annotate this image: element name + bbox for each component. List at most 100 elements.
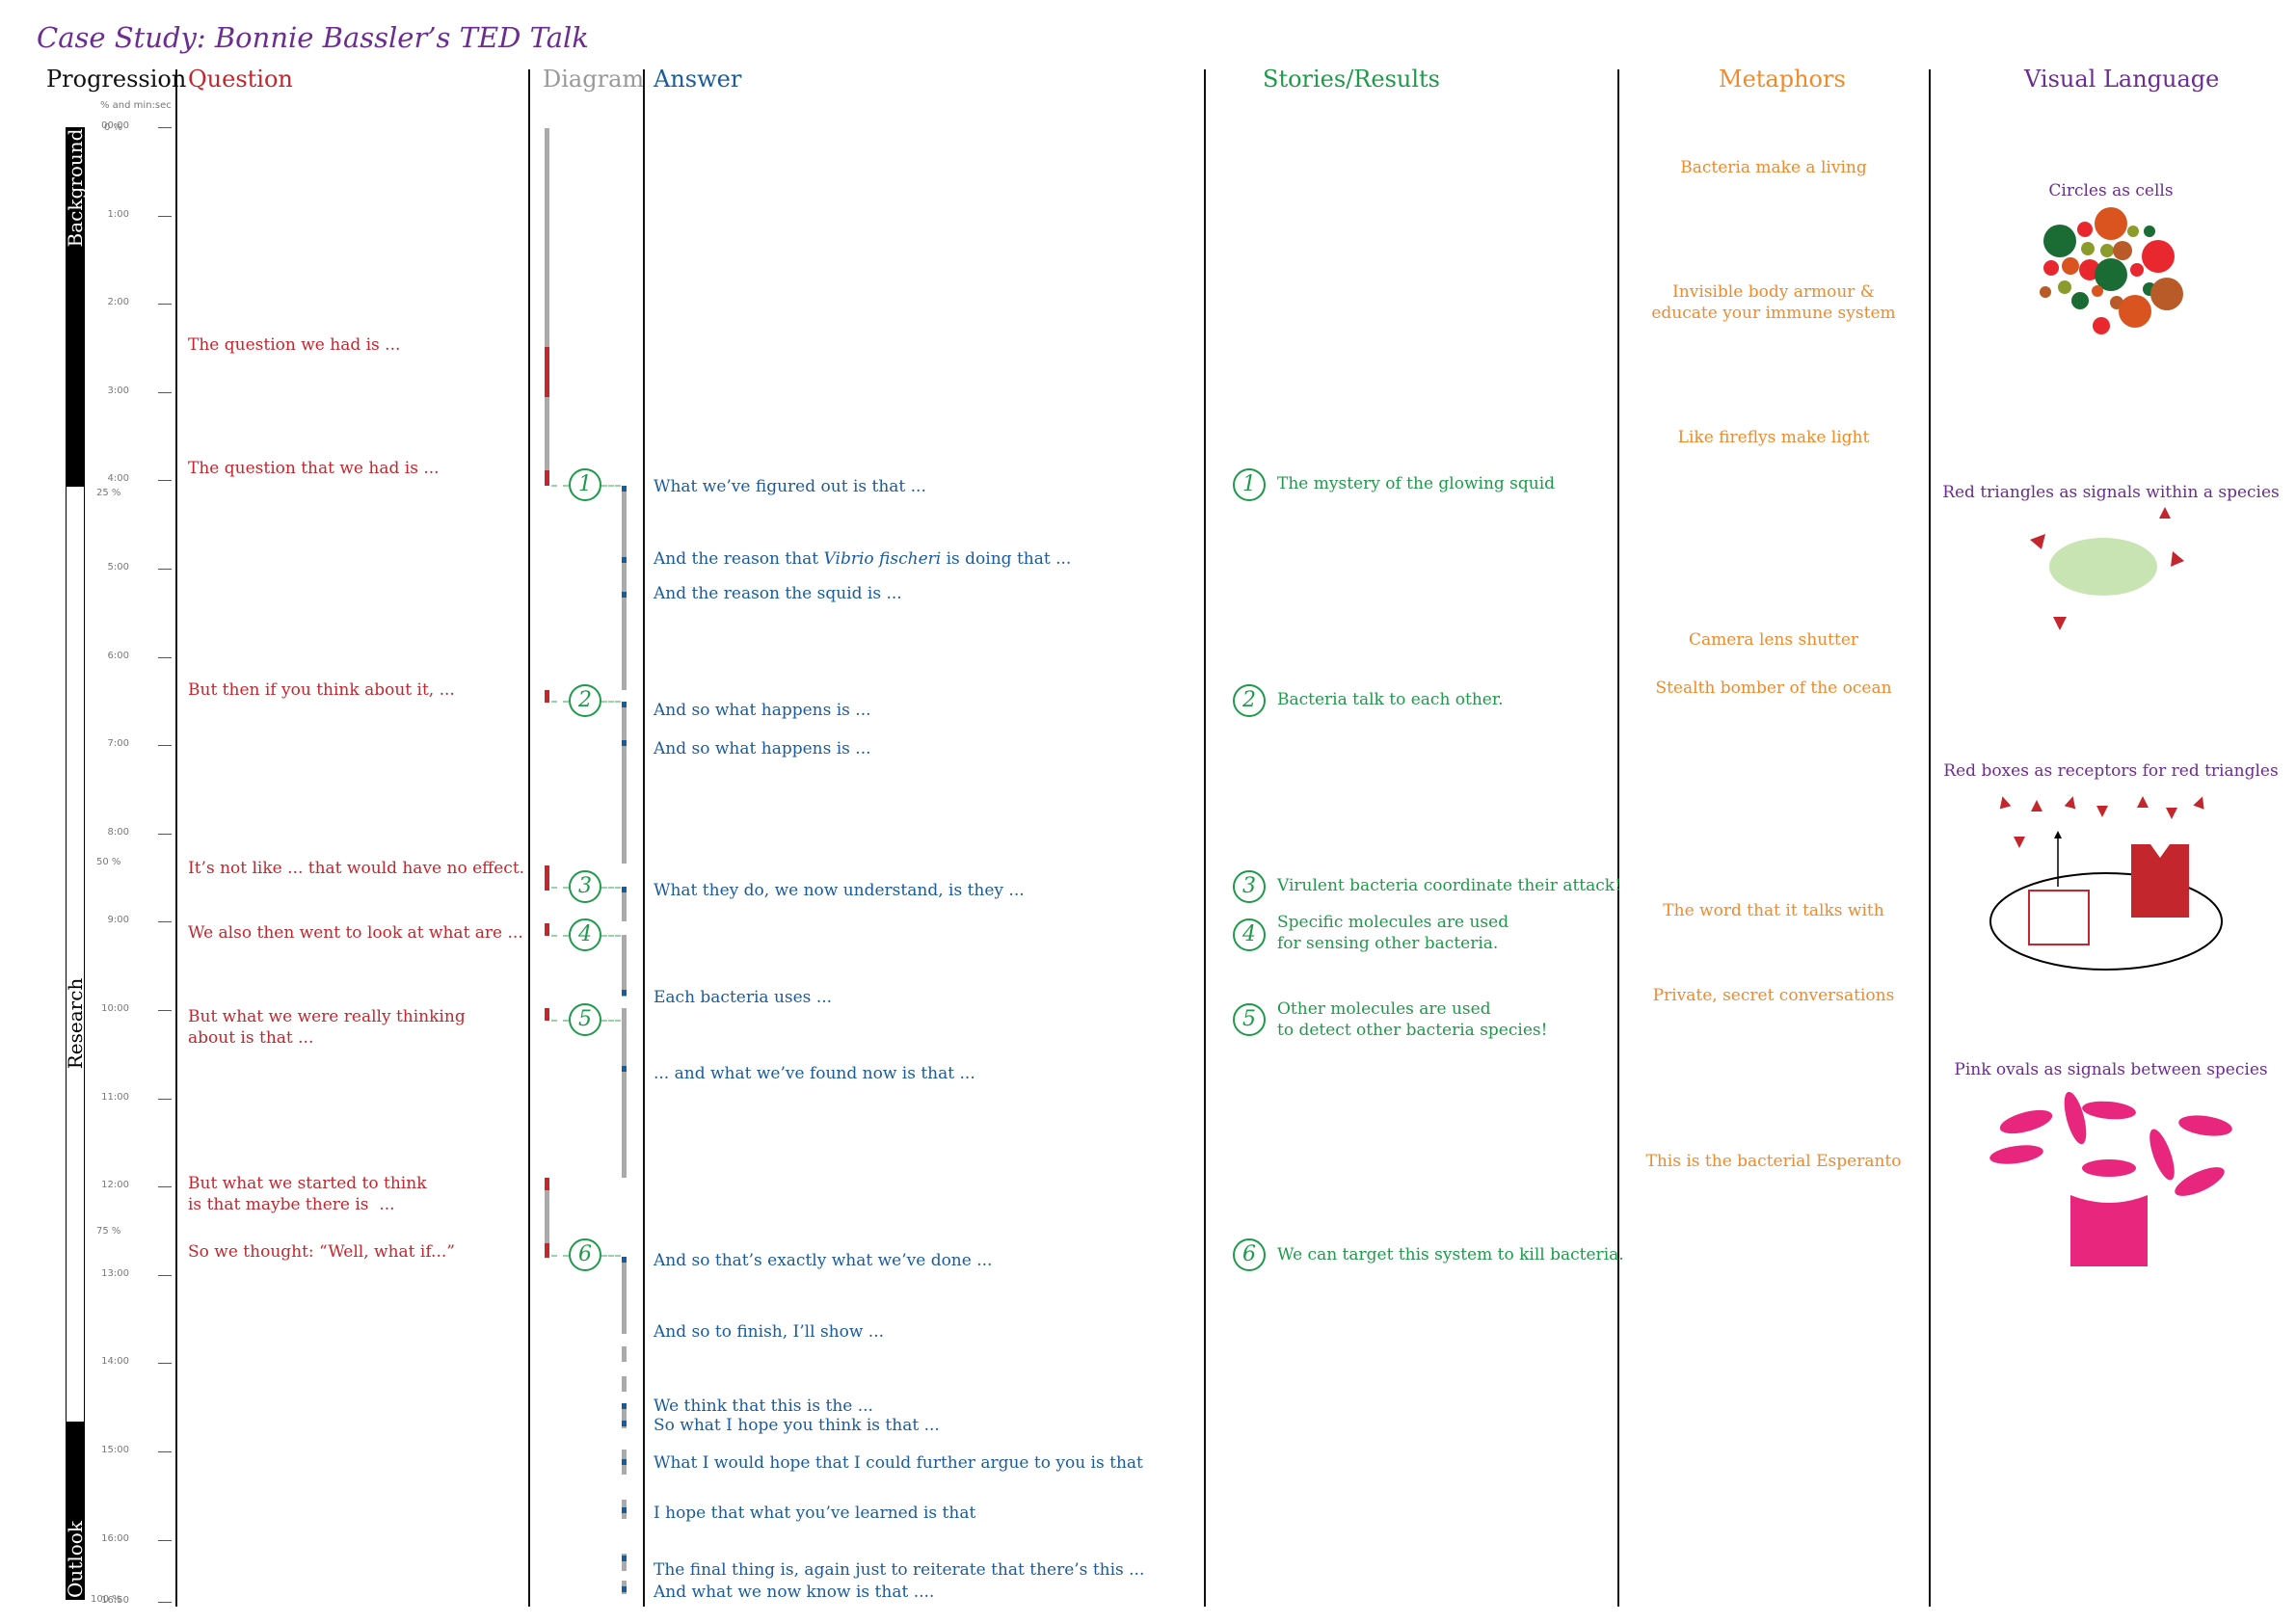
diagram-connector [551, 887, 569, 889]
answer-text: And so what happens is ... [654, 739, 871, 758]
timeline-tick-label: 13:00 [101, 1267, 129, 1279]
answer-text: So what I hope you think is that ... [654, 1416, 940, 1435]
divider-metaphors [1617, 69, 1619, 1607]
diagram-bar-gray [622, 1008, 627, 1178]
timeline-tick [158, 1186, 172, 1188]
divider-answer [643, 69, 645, 1607]
diagram-connector [601, 701, 621, 703]
phase-outlook-bar [66, 1423, 85, 1600]
diagram-bar-red [545, 865, 549, 891]
divider-diagram [528, 69, 530, 1607]
diagram-bar-red [545, 1243, 549, 1258]
diagram-bar-blue [622, 592, 627, 598]
phase-research-bar [66, 486, 85, 1423]
diagram-connector [551, 485, 569, 487]
timeline-tick [158, 391, 172, 393]
timeline-tick [158, 1451, 172, 1452]
page-title: Case Study: Bonnie Bassler’s TED Talk [37, 21, 589, 54]
question-text: The question we had is ... [188, 335, 401, 355]
metaphor-text: Invisible body armour & educate your imm… [1651, 282, 1896, 323]
metaphor-text: Private, secret conversations [1652, 986, 1895, 1005]
timeline-tick [158, 833, 172, 835]
timeline-tick [158, 215, 172, 217]
diagram-bar-gray [622, 1554, 627, 1571]
diagram-bar-blue [622, 1459, 627, 1465]
diagram-bar-blue [622, 1556, 627, 1561]
percent-label: 100 % [91, 1594, 121, 1605]
metaphor-text: Camera lens shutter [1688, 630, 1859, 650]
visual-caption: Circles as cells [2048, 181, 2174, 200]
story-text: We can target this system to kill bacter… [1277, 1245, 1624, 1264]
timeline-tick-label: 9:00 [107, 915, 129, 926]
diagram-bar-red [545, 923, 549, 936]
diagram-connector [551, 1255, 569, 1257]
pink-ovals-illustration [1989, 1091, 2232, 1266]
cells-illustration [2040, 207, 2183, 334]
phase-background-bar [66, 127, 85, 486]
timeline-tick-label: 16:50 [101, 1595, 129, 1606]
question-text: It’s not like ... that would have no eff… [188, 859, 525, 878]
metaphor-text: This is the bacterial Esperanto [1645, 1152, 1902, 1171]
timeline-tick [158, 569, 172, 570]
phase-label-background: Background [64, 128, 87, 248]
answer-text: And so to finish, I’ll show ... [654, 1322, 885, 1342]
diagram-bar-gray [622, 702, 627, 864]
answer-text: And so what happens is ... [654, 701, 871, 720]
timeline-tick-label: 10:00 [101, 1003, 129, 1014]
timeline-tick [158, 480, 172, 482]
diagram-bar-gray [622, 1376, 627, 1392]
diagram-connector [601, 887, 621, 889]
diagram-number-3: 3 [569, 870, 601, 903]
divider-question [175, 69, 177, 1607]
timeline-tick-label: 4:00 [107, 473, 129, 485]
diagram-bar-blue [622, 1066, 627, 1072]
answer-text: ... and what we’ve found now is that ... [654, 1064, 975, 1083]
diagram-bar-gray [622, 486, 627, 690]
timeline-tick-label: 7:00 [107, 738, 129, 750]
header-visual-language: Visual Language [2024, 66, 2220, 93]
question-text: We also then went to look at what are ..… [188, 923, 523, 943]
diagram-bar-blue [622, 1421, 627, 1426]
timeline-tick [158, 745, 172, 747]
question-text: But then if you think about it, ... [188, 680, 455, 700]
timeline-tick [158, 1098, 172, 1100]
timeline-tick [158, 1363, 172, 1365]
diagram-number-6: 6 [569, 1238, 601, 1271]
story-number-6: 6 [1233, 1238, 1266, 1271]
diagram-number-1: 1 [569, 468, 601, 501]
diagram-bar-blue [622, 557, 627, 563]
answer-text-italic: And the reason that Vibrio fischeri is d… [654, 549, 1072, 569]
answer-text: I hope that what you’ve learned is that [654, 1503, 976, 1523]
diagram-bar-blue [622, 740, 627, 746]
phase-label-research: Research [64, 977, 87, 1070]
timeline-tick [158, 127, 172, 128]
diagram-connector [601, 935, 621, 937]
answer-text: The final thing is, again just to reiter… [654, 1560, 1145, 1580]
divider-stories [1204, 69, 1206, 1607]
metaphor-text: Bacteria make a living [1680, 158, 1867, 177]
diagram-bar-gray [622, 1346, 627, 1362]
diagram-bar-blue [622, 990, 627, 996]
diagram-number-5: 5 [569, 1003, 601, 1036]
question-text: The question that we had is ... [188, 459, 440, 478]
diagram-bar-red [545, 470, 549, 486]
answer-text: And what we now know is that .... [654, 1583, 935, 1602]
diagram-bar-blue [622, 1257, 627, 1263]
diagram-connector [551, 701, 569, 703]
diagram-bar-blue [622, 887, 627, 892]
diagram-bar-blue [622, 702, 627, 707]
diagram-number-2: 2 [569, 684, 601, 717]
header-answer: Answer [654, 66, 742, 93]
timeline-tick [158, 1274, 172, 1276]
diagram-bar-red [545, 347, 549, 397]
visual-caption: Pink ovals as signals between species [1954, 1060, 2268, 1079]
timeline-tick-label: 14:00 [101, 1356, 129, 1368]
story-text: The mystery of the glowing squid [1277, 474, 1556, 493]
diagram-bar-gray [545, 1190, 549, 1243]
story-number-1: 1 [1233, 468, 1266, 501]
timeline-tick [158, 1539, 172, 1541]
answer-text: And the reason the squid is ... [654, 584, 902, 603]
visual-caption: Red triangles as signals within a specie… [1942, 483, 2280, 502]
diagram-bar-blue [622, 486, 627, 492]
timeline-tick-label: 6:00 [107, 650, 129, 661]
